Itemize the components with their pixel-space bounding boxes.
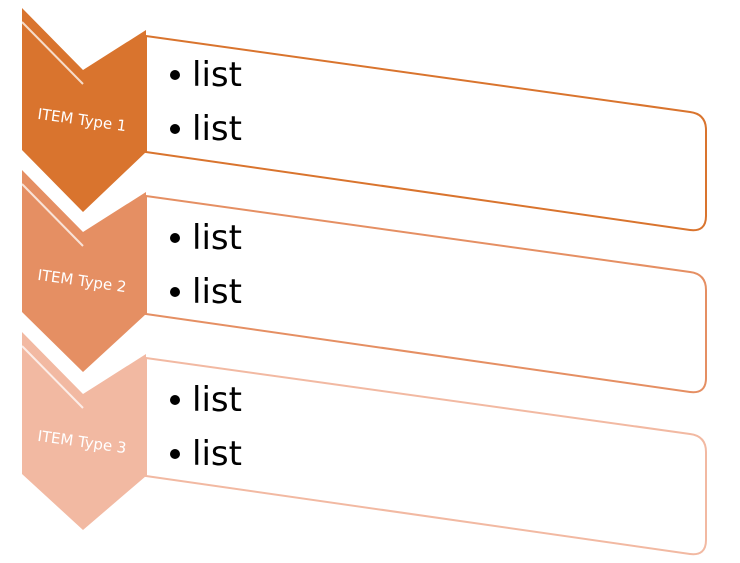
item-2-bullet-2: list	[168, 265, 242, 319]
bullet-text: list	[192, 434, 242, 474]
item-3-bullet-2: list	[168, 427, 242, 481]
bullet-dot-icon	[170, 233, 180, 243]
item-1-chevron-highlight	[21, 21, 84, 85]
item-2-bullet-1: list	[168, 211, 242, 265]
bullet-text: list	[192, 109, 242, 149]
item-3-chevron-highlight	[21, 345, 84, 409]
bullet-text: list	[192, 218, 242, 258]
bullet-dot-icon	[170, 395, 180, 405]
item-1-chevron	[22, 8, 146, 212]
item-2-bullet-list: list list	[168, 211, 242, 319]
item-1-bullet-list: list list	[168, 48, 242, 156]
item-2-box	[145, 194, 707, 394]
item-3-box	[145, 356, 707, 556]
bullet-dot-icon	[170, 449, 180, 459]
item-3-bullet-1: list	[168, 373, 242, 427]
item-1-bullet-1: list	[168, 48, 242, 102]
item-3-chevron	[22, 332, 146, 530]
bullet-dot-icon	[170, 70, 180, 80]
item-2-shapes	[21, 170, 707, 394]
item-3-bullet-list: list list	[168, 373, 242, 481]
item-3-shapes	[21, 332, 707, 556]
bullet-text: list	[192, 55, 242, 95]
bullet-dot-icon	[170, 287, 180, 297]
item-1-box	[145, 34, 707, 232]
item-1-shapes	[21, 8, 707, 232]
item-1-bullet-2: list	[168, 102, 242, 156]
item-2-chevron	[22, 170, 146, 372]
bullet-text: list	[192, 380, 242, 420]
bullet-dot-icon	[170, 124, 180, 134]
item-2-chevron-highlight	[21, 183, 84, 247]
bullet-text: list	[192, 272, 242, 312]
